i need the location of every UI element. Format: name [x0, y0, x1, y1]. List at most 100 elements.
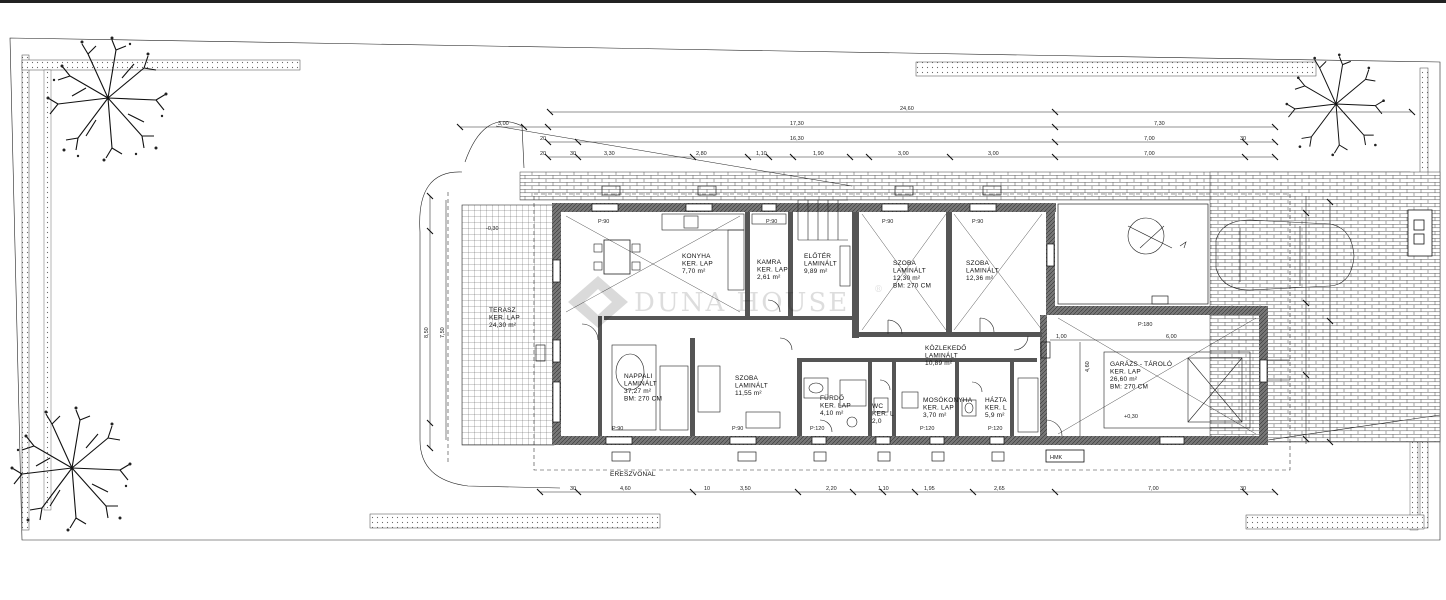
room-label-line: KER. LAP	[757, 267, 788, 274]
dim-label: 1,90	[813, 151, 824, 157]
dim-label: 16,30	[790, 136, 804, 142]
level-label: +0,30	[1124, 414, 1138, 420]
door-label: P:180	[1138, 322, 1152, 328]
room-label-line: 9,89 m²	[804, 268, 828, 275]
dim-label: 1,00	[1056, 334, 1067, 340]
dim-label: 2,65	[994, 486, 1005, 492]
dim-label: 2,20	[826, 486, 837, 492]
door-label: P:120	[810, 426, 824, 432]
dim-label: 3,00	[898, 151, 909, 157]
room-label-line: BM: 270 CM	[624, 396, 662, 403]
door-label: P:90	[882, 219, 893, 225]
room-label-line: KER. L	[985, 405, 1007, 412]
room-label-line: HÁZTA	[985, 395, 1007, 404]
room-label-line: 24,30 m²	[489, 322, 517, 329]
utility-boxes	[1045, 209, 1433, 463]
terrace-tiles	[461, 204, 555, 446]
furniture	[495, 125, 1355, 435]
room-label-line: LAMINÁLT	[925, 351, 958, 360]
room-label-line: BM: 270 CM	[1110, 384, 1148, 391]
room-label-line: KER. L	[872, 411, 894, 418]
tree-icon	[10, 406, 132, 532]
window-top-edge	[0, 0, 1446, 3]
dim-label: 1,10	[756, 151, 767, 157]
room-label-line: 5,9 m²	[985, 412, 1005, 419]
room-label-line: KER. LAP	[923, 405, 954, 412]
watermark-text: DUNA HOUSE	[634, 288, 849, 318]
room-label-line: KER. LAP	[682, 261, 713, 268]
window-sills-outside	[535, 185, 1169, 462]
room-label-line: 7,70 m²	[682, 268, 706, 275]
room-label-line: 2,61 m²	[757, 274, 781, 281]
eave-line	[533, 193, 1291, 471]
room-label-line: 3,70 m²	[923, 412, 947, 419]
room-label-line: KER. LAP	[489, 315, 520, 322]
room-label-line: LAMINÁLT	[624, 379, 657, 388]
room-label-line: MOSÓKONYHA	[923, 395, 973, 404]
room-label-line: LAMINÁLT	[966, 266, 999, 275]
dim-label: 3,30	[604, 151, 615, 157]
dim-label: 30	[1240, 486, 1246, 492]
dim-label: 4,60	[1085, 361, 1091, 372]
room-label-line: KONYHA	[682, 253, 711, 260]
dim-label: 1,10	[878, 486, 889, 492]
dim-label: 8,50	[424, 327, 430, 338]
room-label-line: FÜRDŐ	[820, 393, 844, 402]
room-label-line: GARÁZS - TÁROLÓ	[1110, 359, 1172, 368]
room-label-line: KER. LAP	[820, 403, 851, 410]
room-label-line: KAMRA	[757, 259, 782, 266]
room-label-line: 11,55 m²	[735, 390, 762, 397]
room-label-line: WC	[872, 403, 883, 410]
dimension-ticks	[426, 108, 1416, 496]
plot-boundary	[9, 37, 1441, 541]
room-label-line: 4,10 m²	[820, 410, 844, 417]
dim-label: 1,95	[924, 486, 935, 492]
dim-label: 3,00	[988, 151, 999, 157]
door-label: P:90	[732, 426, 743, 432]
room-label-line: 37,27 m²	[624, 388, 652, 395]
room-label-line: NAPPALI	[624, 373, 652, 380]
hmk-label: HMK	[1050, 455, 1063, 461]
room-label-line: 12,30 m²	[893, 275, 921, 282]
dim-label: 20	[540, 136, 546, 142]
dim-label: 30	[1240, 136, 1246, 142]
dim-label: 7,00	[1144, 136, 1155, 142]
door-label: P:90	[972, 219, 983, 225]
room-label-line: ELŐTÉR	[804, 251, 831, 260]
room-label-line: SZOBA	[735, 375, 758, 382]
dim-label: 3,50	[740, 486, 751, 492]
room-label-line: KER. LAP	[1110, 369, 1141, 376]
room-label-line: 12,36 m²	[966, 275, 994, 282]
room-label-line: TERASZ	[489, 307, 516, 314]
dim-label: 3,00	[498, 121, 509, 127]
terrace-curve	[464, 121, 525, 169]
terrace-curve	[419, 171, 561, 489]
dim-label: 30	[570, 151, 576, 157]
dim-label: 2,80	[696, 151, 707, 157]
watermark-registered: ®	[874, 285, 885, 295]
room-label-line: BM: 270 CM	[893, 283, 931, 290]
dim-label: 24,60	[900, 106, 914, 112]
door-label: P:90	[598, 219, 609, 225]
room-label-line: LAMINÁLT	[893, 266, 926, 275]
dim-label: 17,30	[790, 121, 804, 127]
windows	[552, 203, 1268, 445]
door-swings	[581, 299, 1063, 437]
tree-icon	[1285, 53, 1385, 157]
house-walls	[552, 203, 1268, 445]
dim-label: 30	[570, 486, 576, 492]
dim-label: 7,50	[440, 327, 446, 338]
